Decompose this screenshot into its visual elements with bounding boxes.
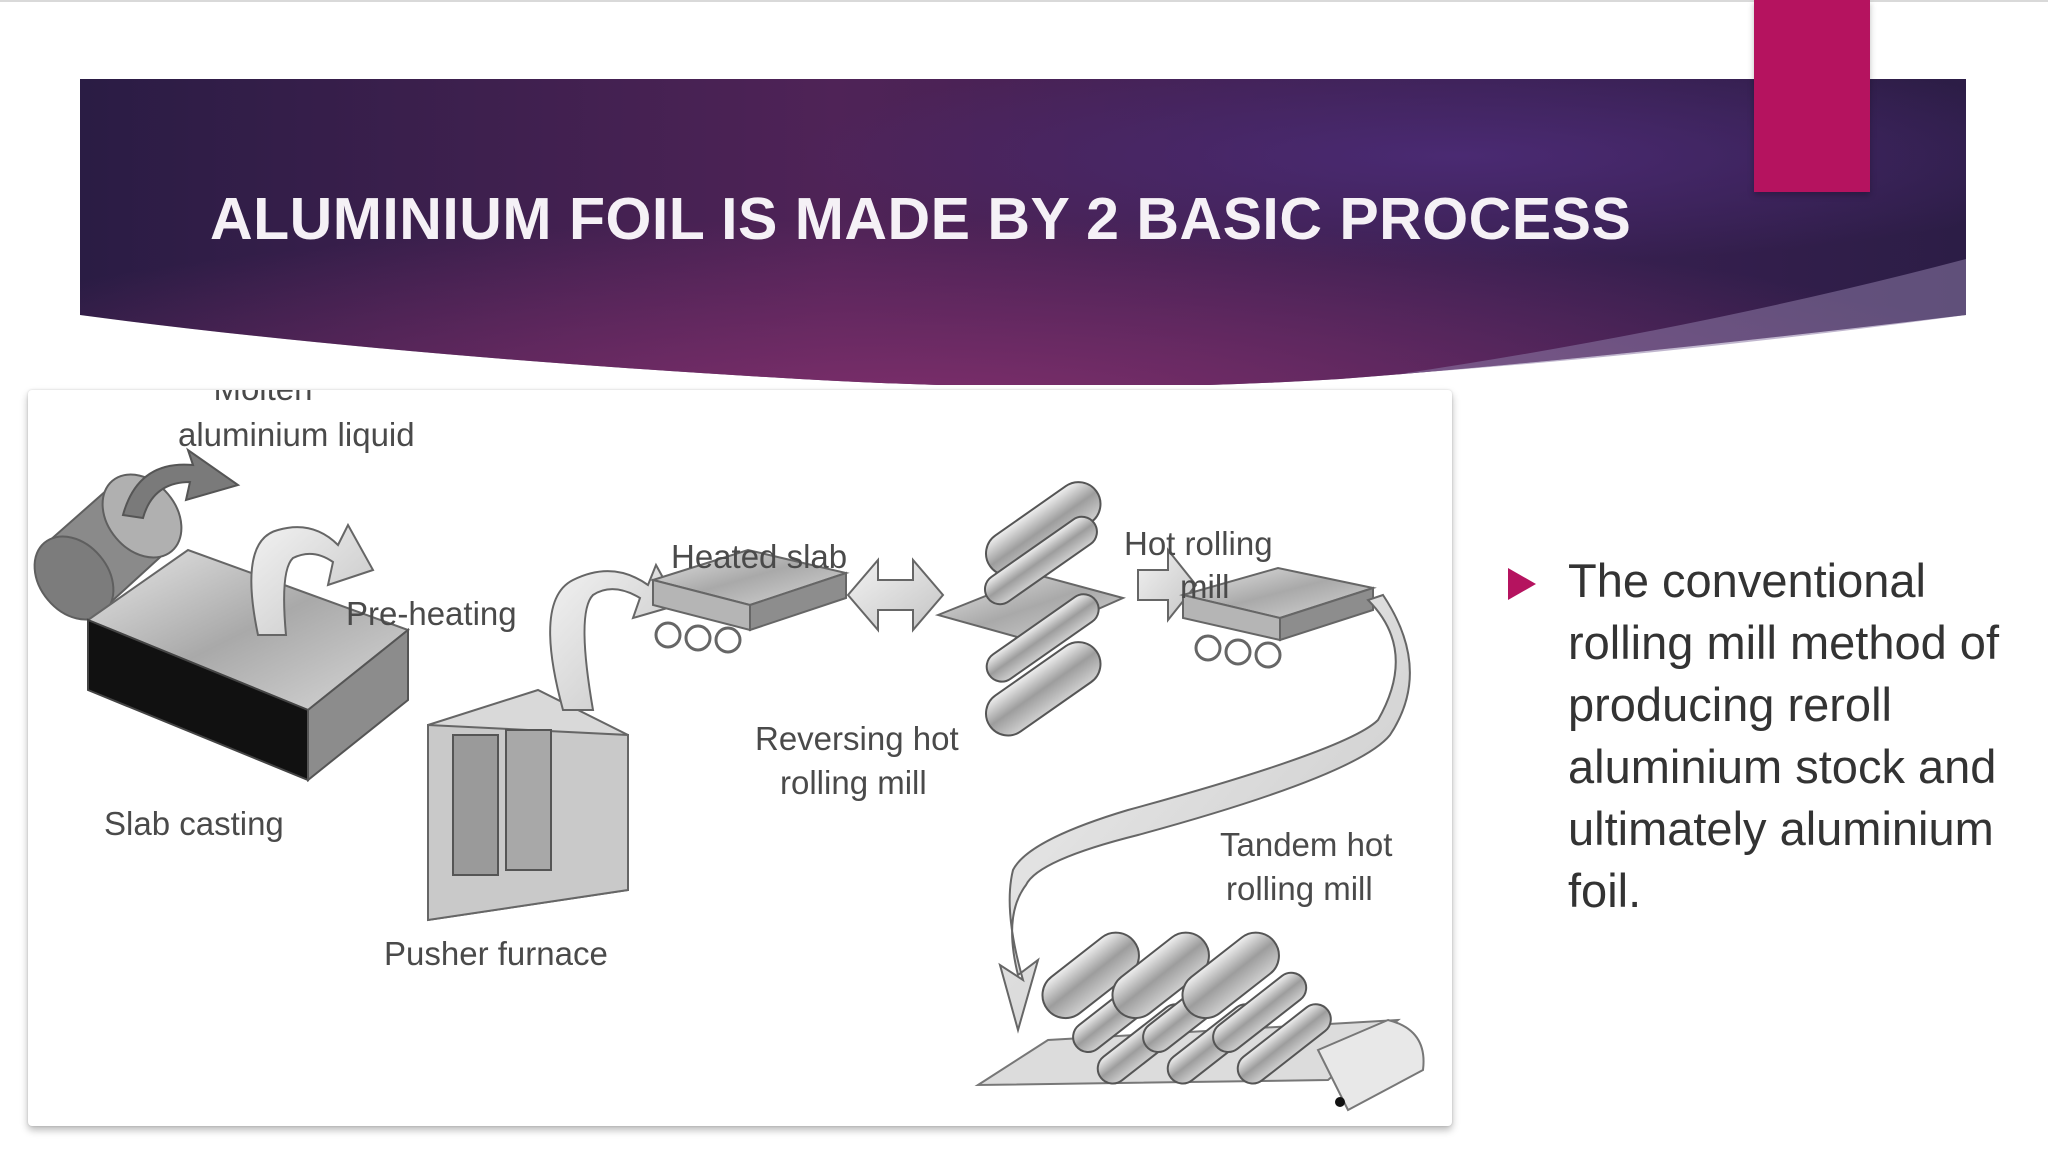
slab-casting-shape [85,548,411,783]
label-tandem-line2: rolling mill [1226,870,1373,907]
label-slab-casting: Slab casting [104,805,284,842]
process-diagram: Molten aluminium liquid Pre-heating Heat… [28,390,1452,1126]
pusher-furnace-shape [427,688,629,922]
strip-curve [998,593,1411,1034]
label-aluminium-liquid: aluminium liquid [178,416,415,453]
label-molten: Molten [213,390,312,407]
top-rule [0,0,2048,2]
title-banner [80,79,1966,385]
label-reversing-line1: Reversing hot [755,720,959,757]
label-pre-heating: Pre-heating [346,595,517,632]
label-tandem-line1: Tandem hot [1220,826,1392,863]
label-pusher-furnace: Pusher furnace [384,935,608,972]
double-arrow [846,557,945,633]
accent-tab [1754,0,1870,192]
hot-rolling-slab-shape [1179,566,1377,669]
right-triangle-bullet-icon [1508,568,1536,600]
label-reversing-line2: rolling mill [780,764,927,801]
pour-arrow [121,447,241,520]
label-hot-rolling-line1: Hot rolling [1124,525,1273,562]
furnace-arrow [549,562,680,711]
bullet-text: The conventional rolling mill method of … [1568,554,2000,917]
tandem-mill-shape [974,931,1425,1112]
label-heated-slab: Heated slab [671,538,847,575]
slide-title: ALUMINIUM FOIL IS MADE BY 2 BASIC PROCES… [210,186,1632,252]
casting-arrow [250,522,375,636]
reversing-mill-shape [934,481,1126,737]
label-hot-rolling-line2: mill [1180,568,1229,605]
heated-slab-shape [649,548,850,654]
